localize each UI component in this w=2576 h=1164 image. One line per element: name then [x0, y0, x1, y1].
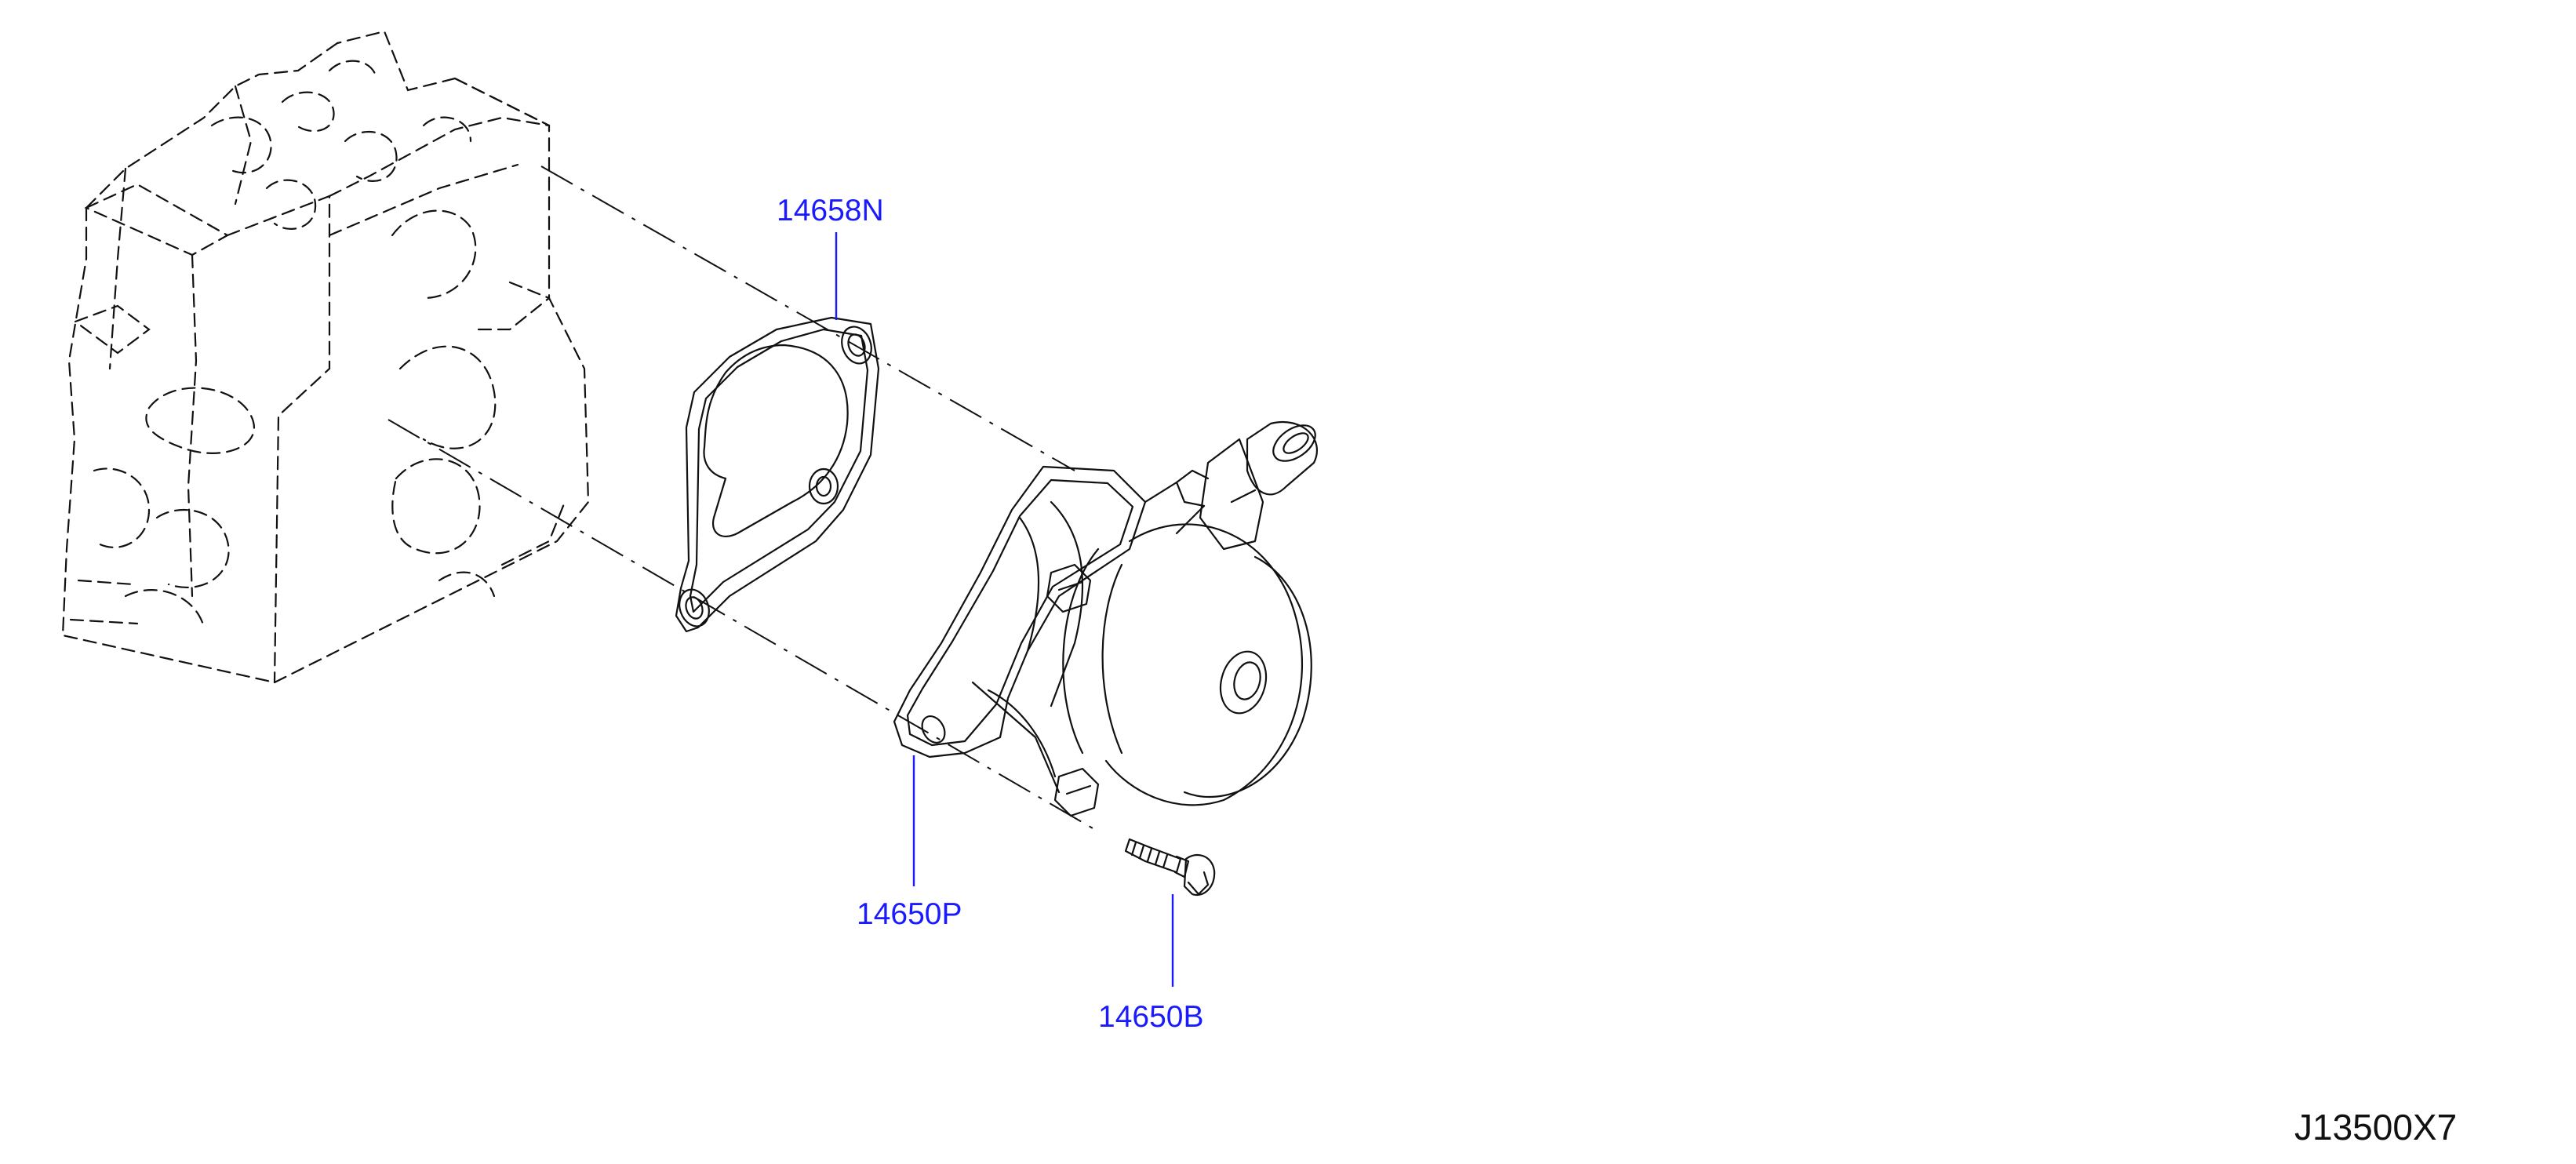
callout-14650P[interactable]: 14650P: [857, 897, 962, 931]
engine-block-phantom: [61, 30, 590, 684]
diagram-code: J13500X7: [2294, 1107, 2457, 1148]
vacuum-pump: [893, 421, 1319, 817]
gasket: [675, 316, 880, 633]
callout-14650B[interactable]: 14650B: [1098, 1000, 1203, 1034]
bolt: [1124, 838, 1216, 897]
callout-14658N[interactable]: 14658N: [777, 194, 884, 227]
alignment-centerlines: [387, 166, 1099, 832]
